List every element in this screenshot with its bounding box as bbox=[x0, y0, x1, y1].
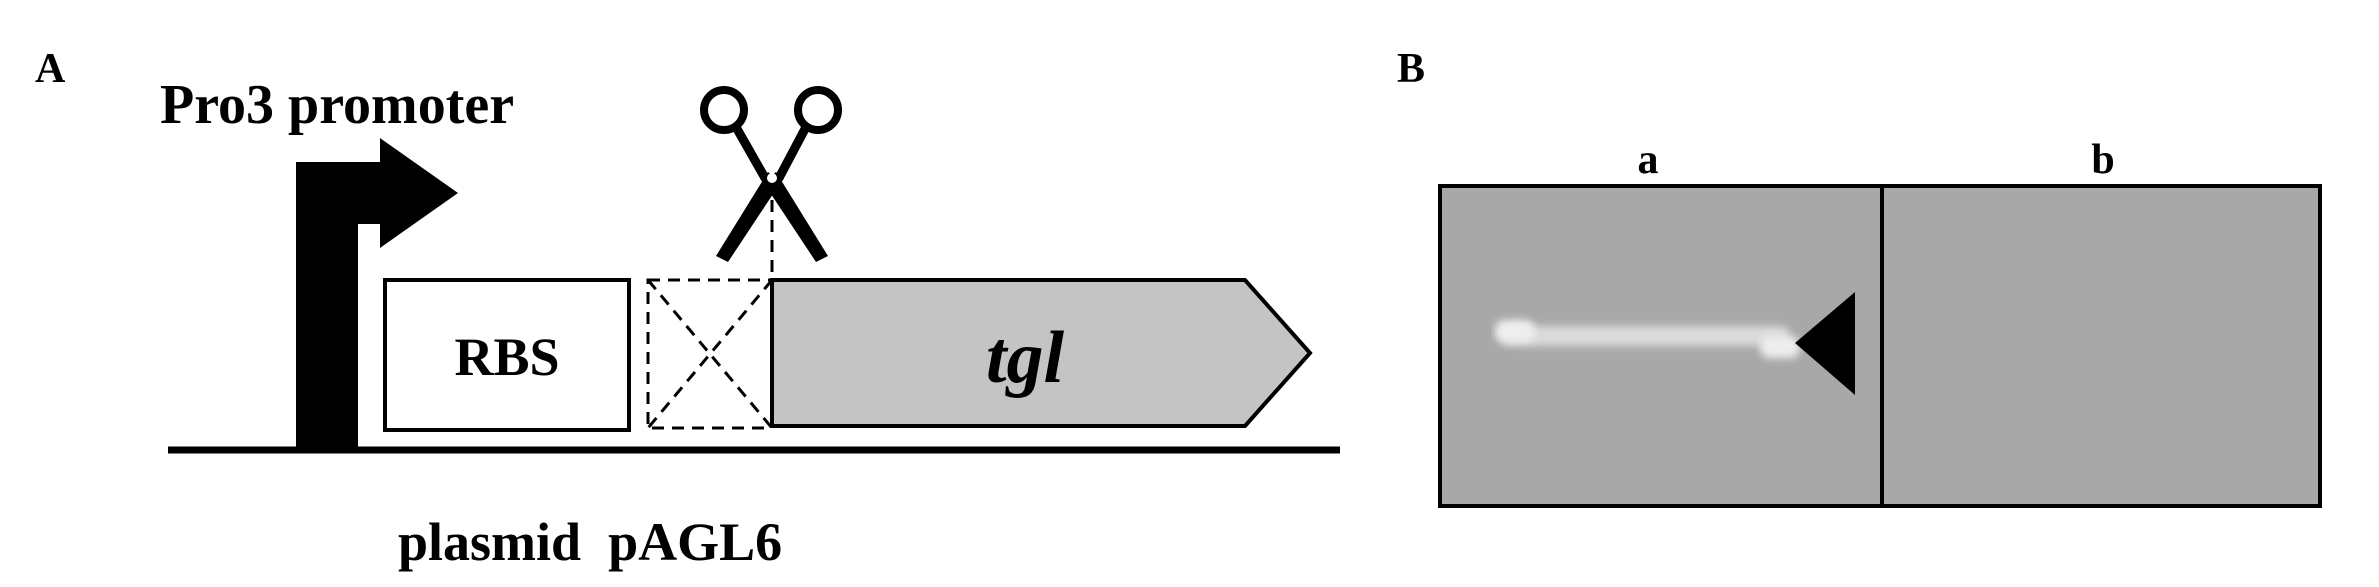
panel-b: B a b bbox=[1397, 46, 2322, 508]
band-marker-icon bbox=[1795, 292, 1855, 395]
panel-b-label: B bbox=[1397, 46, 1425, 92]
gel-band bbox=[1495, 320, 1800, 358]
lane-a-label: a bbox=[1638, 137, 1659, 183]
lane-b-label: b bbox=[2091, 137, 2114, 183]
panel-a-label: A bbox=[35, 46, 66, 92]
gene-label: tgl bbox=[986, 317, 1065, 399]
promoter-label: Pro3 promoter bbox=[160, 74, 514, 136]
promoter-arrow-icon bbox=[296, 138, 458, 452]
rbs-label: RBS bbox=[454, 327, 559, 387]
rbs-box bbox=[383, 278, 631, 432]
panel-a: A Pro3 promoter RBS tgl bbox=[35, 46, 1340, 572]
plasmid-label: plasmid pAGL6 bbox=[398, 512, 782, 572]
scissors-icon bbox=[700, 86, 842, 424]
deleted-segment-box bbox=[646, 278, 774, 430]
